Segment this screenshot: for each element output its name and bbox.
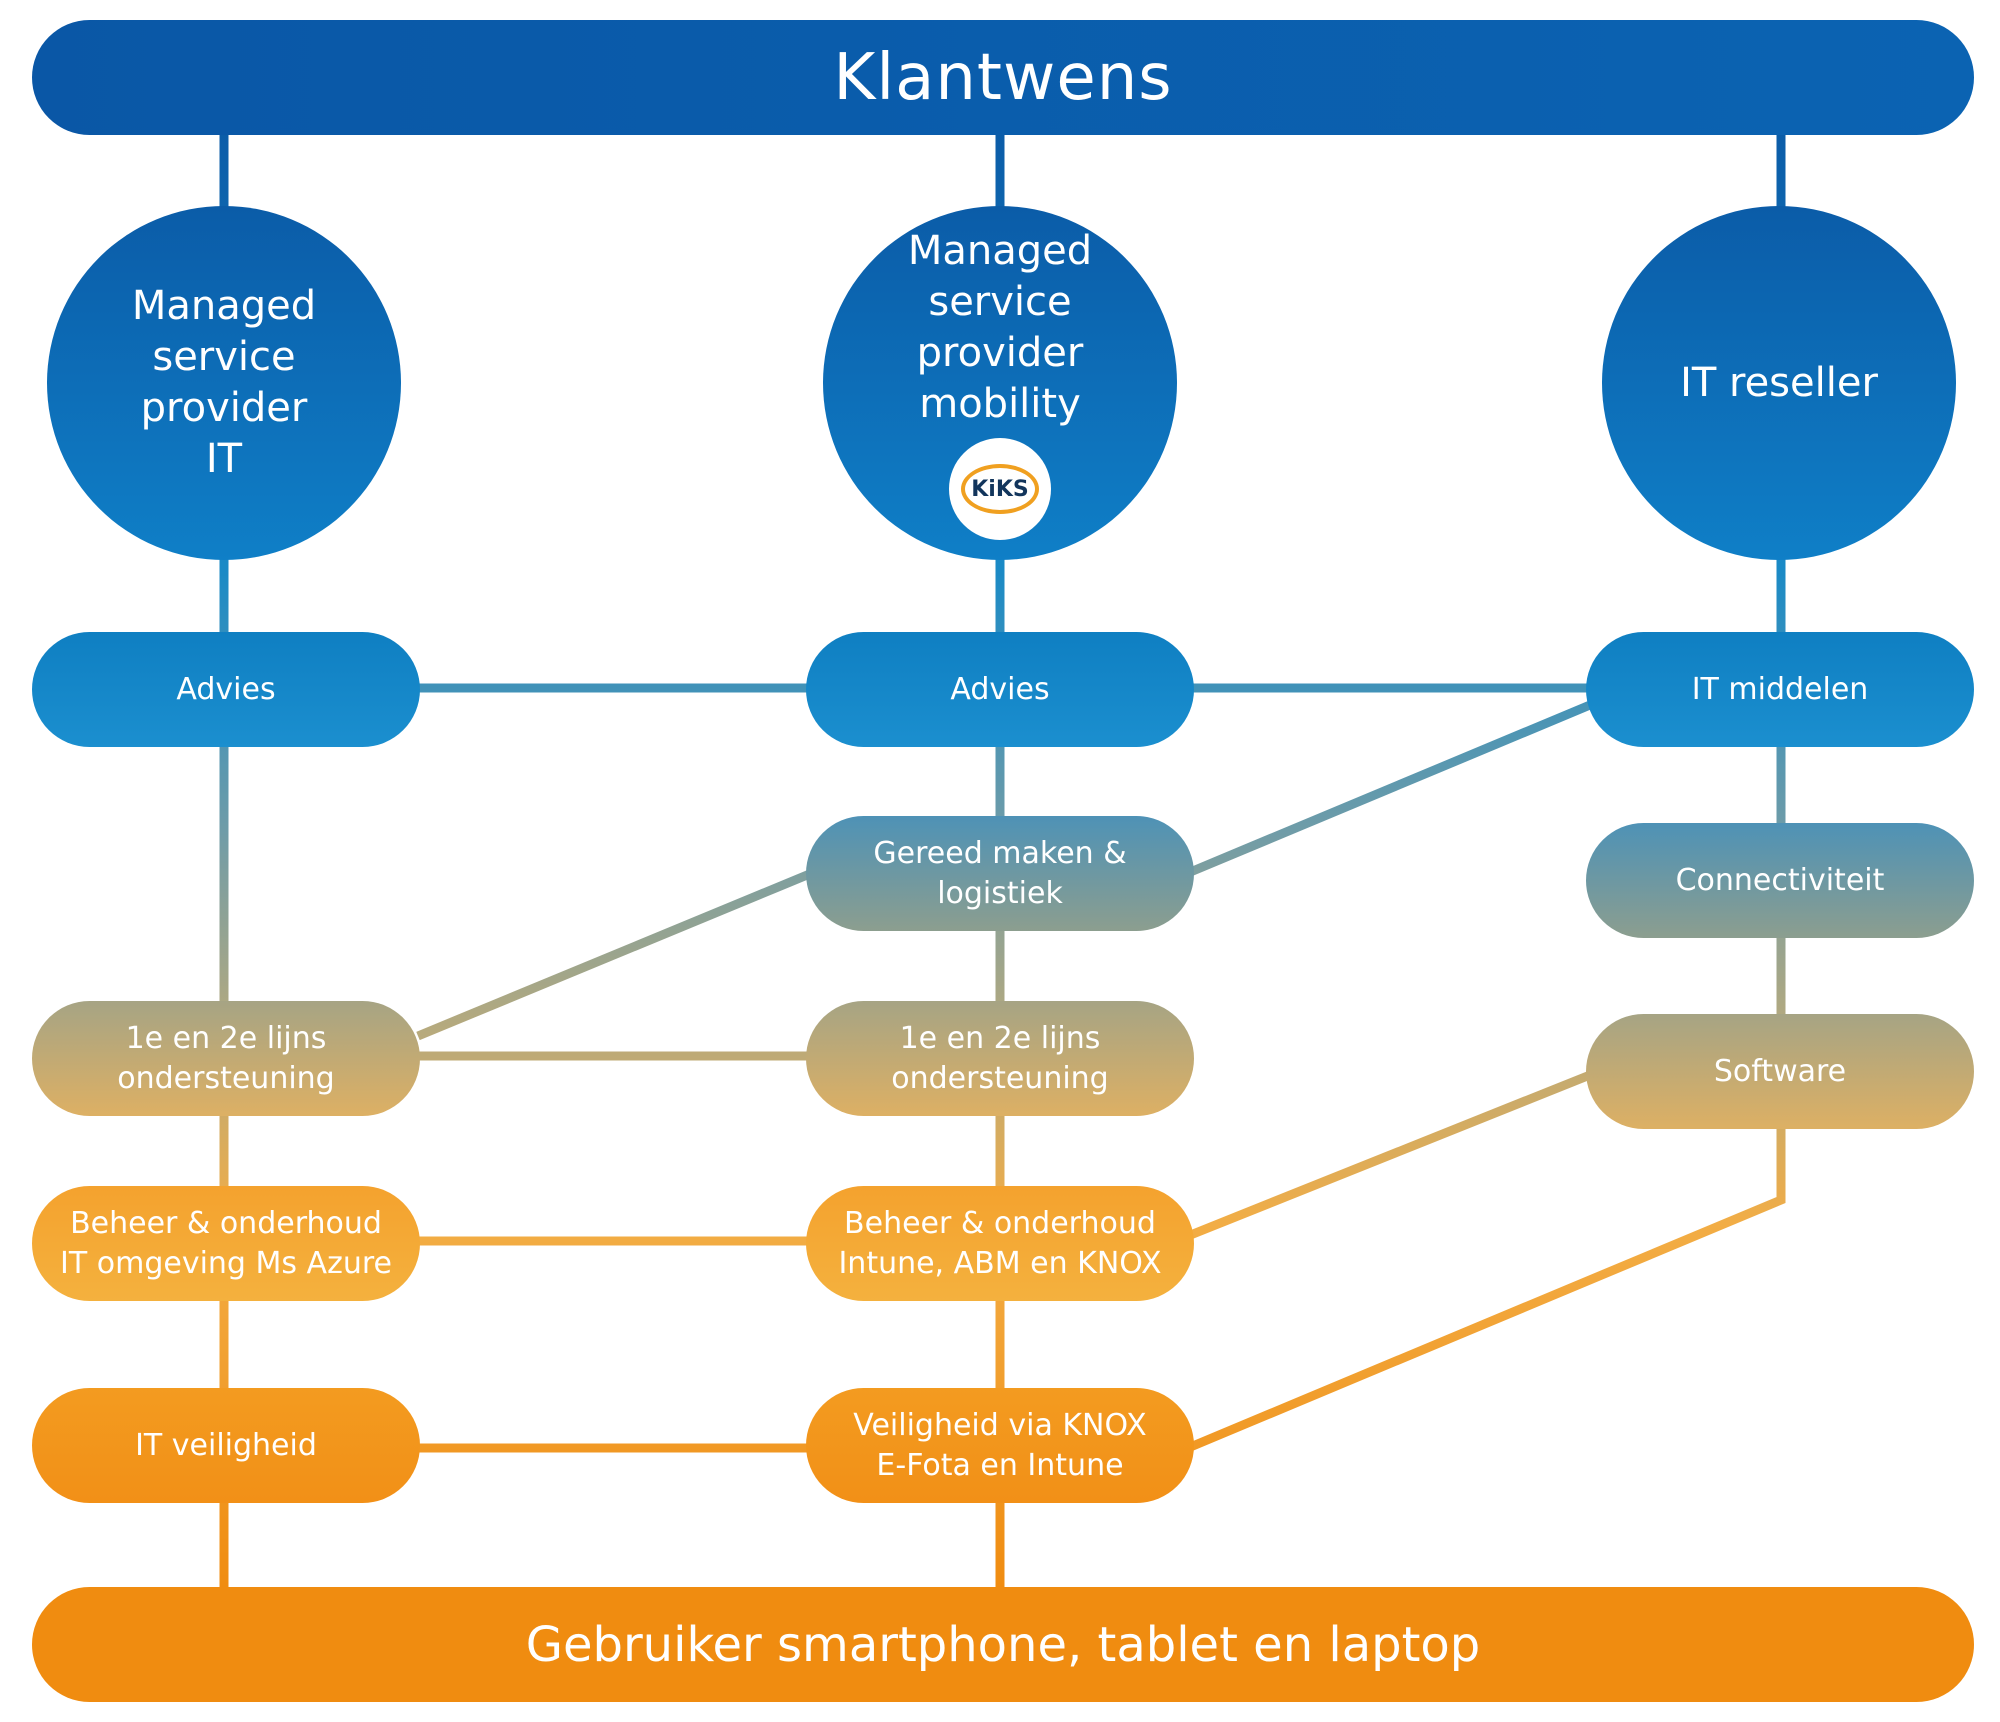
klantwens-title: Klantwens — [833, 40, 1173, 115]
link-gereed-ondersteuning — [416, 868, 814, 1041]
step-mobility-veiligheid: Veiligheid via KNOX E-Fota en Intune — [806, 1388, 1194, 1503]
kiks-logo-ring: KiKS — [961, 464, 1039, 514]
kiks-logo: KiKS — [949, 438, 1051, 540]
step-mobility-ondersteuning: 1e en 2e lijns ondersteuning — [806, 1001, 1194, 1116]
circle-msp-mobility: Managed service provider mobility KiKS — [823, 206, 1177, 560]
step-mobility-gereed-maken: Gereed maken & logistiek — [806, 816, 1194, 931]
kiks-logo-text: KiKS — [971, 476, 1029, 502]
step-it-ondersteuning: 1e en 2e lijns ondersteuning — [32, 1001, 420, 1116]
step-it-beheer: Beheer & onderhoud IT omgeving Ms Azure — [32, 1186, 420, 1301]
gebruiker-banner: Gebruiker smartphone, tablet en laptop — [32, 1587, 1974, 1702]
circle-msp-it-title: Managed service provider IT — [131, 283, 317, 482]
link-middelen-gereed — [1186, 700, 1592, 878]
gebruiker-title: Gebruiker smartphone, tablet en laptop — [525, 1616, 1481, 1673]
step-reseller-connectiviteit: Connectiviteit — [1586, 823, 1974, 938]
klantwens-banner: Klantwens — [32, 20, 1974, 135]
step-mobility-beheer: Beheer & onderhoud Intune, ABM en KNOX — [806, 1186, 1194, 1301]
circle-it-reseller: IT reseller — [1602, 206, 1956, 560]
circle-it-reseller-title: IT reseller — [1680, 359, 1878, 406]
circle-msp-it: Managed service provider IT — [47, 206, 401, 560]
step-it-advies: Advies — [32, 632, 420, 747]
circle-msp-mobility-title: Managed service provider mobility — [907, 228, 1093, 427]
step-mobility-advies: Advies — [806, 632, 1194, 747]
step-reseller-software: Software — [1586, 1014, 1974, 1129]
link-software-beheer — [1186, 1070, 1592, 1241]
step-reseller-it-middelen: IT middelen — [1586, 632, 1974, 747]
link-software-veiligheid — [1186, 1130, 1786, 1453]
step-it-veiligheid: IT veiligheid — [32, 1388, 420, 1503]
